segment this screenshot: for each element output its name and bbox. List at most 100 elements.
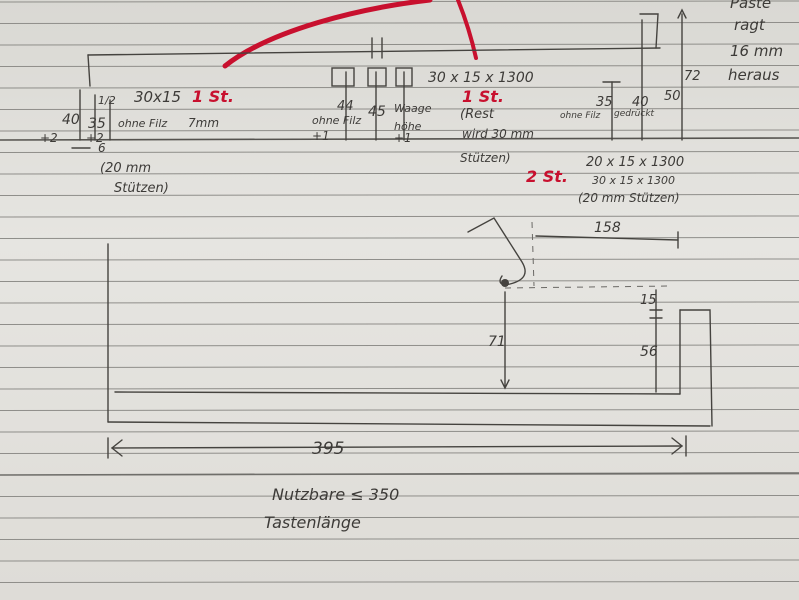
ruled-line	[0, 151, 799, 153]
label-rest-3: Stützen)	[460, 151, 511, 165]
label-ohne-filz-2: ohne Filz	[312, 114, 361, 127]
label-gedruckt: gedrückt	[614, 109, 655, 119]
frame-bottom-edge	[107, 421, 711, 427]
dim-35-right: 35	[596, 95, 613, 110]
dim-72: 72	[684, 69, 701, 84]
middle-rect-2	[367, 67, 387, 87]
dim-plus1-b: +1	[394, 131, 412, 145]
note-ragt: ragt	[734, 16, 766, 34]
bar-top-line	[87, 47, 661, 56]
note-nutzbare: Nutzbare ≤ 350	[272, 485, 399, 504]
ruled-line	[0, 43, 799, 46]
dim-395: 395	[312, 439, 344, 459]
frame-inner-line	[114, 391, 681, 395]
dim-56: 56	[640, 344, 658, 360]
ruled-line	[0, 301, 799, 304]
label-ohne-filz-1: ohne Filz	[118, 117, 167, 130]
ruled-line	[0, 452, 799, 454]
ruled-lines	[0, 0, 799, 583]
dim-44: 44	[337, 99, 354, 114]
hammer-sketch	[467, 217, 526, 286]
ruled-line	[0, 344, 799, 347]
pivot-vertical-dashed	[531, 221, 535, 287]
section-divider-top	[0, 137, 799, 141]
ticks-395	[107, 435, 687, 459]
dim-40-right: 40	[632, 95, 649, 110]
ruled-line	[0, 65, 799, 67]
ruled-line	[0, 86, 799, 89]
ruled-line	[0, 559, 799, 562]
note-heraus: heraus	[728, 66, 780, 84]
ruled-line	[0, 172, 799, 175]
note-paste: Paste	[730, 0, 771, 12]
ruled-line	[0, 495, 799, 497]
bar-center-mark	[371, 37, 383, 59]
red-label-2st: 2 St.	[526, 167, 568, 186]
ruled-line	[0, 409, 799, 411]
arrow-72-top	[677, 8, 687, 19]
dim-50: 50	[664, 89, 681, 104]
dim-30x15x1300: 30 x 15 x 1300	[428, 70, 534, 86]
label-stuetzen-1b: Stützen)	[114, 181, 169, 196]
arrow-395-left	[110, 439, 123, 457]
dim-plus1-a: +1	[312, 129, 330, 143]
ruled-line	[0, 366, 799, 368]
dim-71: 71	[488, 334, 506, 350]
label-stuetzen-1a: (20 mm	[100, 161, 151, 176]
label-stuetzen-2: (20 mm Stützen)	[578, 191, 680, 205]
ruled-line	[0, 0, 799, 3]
dim-half: 1/2	[98, 94, 116, 107]
ticks-15	[649, 309, 663, 319]
dim-45: 45	[368, 104, 386, 120]
middle-rect-1	[331, 67, 355, 87]
left-profile-lines	[79, 89, 111, 141]
ruled-line	[0, 258, 799, 261]
dim-line-395	[111, 445, 683, 449]
ruled-line	[0, 430, 799, 433]
label-hoehe: höhe	[394, 120, 422, 133]
label-7mm: 7mm	[188, 116, 219, 130]
note-tastenlaenge: Tastenlänge	[264, 513, 361, 532]
ruled-line	[0, 280, 799, 282]
dim-20x15x1300: 20 x 15 x 1300	[586, 155, 684, 170]
ruled-line	[0, 108, 799, 110]
red-arrow-line	[456, 0, 478, 60]
frame-right-block	[679, 309, 713, 427]
dim-20x15x1300-alt: 30 x 15 x 1300	[592, 174, 675, 187]
label-waage: Waage	[394, 102, 432, 115]
ruled-line	[0, 194, 799, 196]
label-rest-2: wird 30 mm	[462, 127, 534, 141]
ruled-line	[0, 538, 799, 540]
arrow-71-bottom	[500, 379, 510, 390]
ruled-line	[0, 22, 799, 24]
dim-line-158	[535, 235, 679, 241]
red-label-1st-b: 1 St.	[462, 87, 504, 106]
ruled-line	[0, 215, 799, 218]
ruled-line	[0, 323, 799, 325]
dim-158: 158	[594, 220, 621, 236]
dim-35-left: 35	[88, 116, 106, 132]
ruled-line	[0, 129, 799, 132]
dim-6: 6	[98, 141, 106, 155]
red-label-1st-a: 1 St.	[192, 87, 234, 106]
dim-plus2-b: +2	[86, 131, 104, 145]
ruled-line	[0, 581, 799, 583]
red-arrow-curve	[222, 0, 433, 69]
dim-30x15: 30x15	[134, 88, 181, 106]
label-ohne-filz-3: ohne Filz	[560, 111, 600, 121]
bar-left-edge	[87, 54, 91, 87]
section-divider-bottom	[0, 472, 799, 476]
ruled-line	[0, 387, 799, 390]
note-16mm: 16 mm	[730, 42, 783, 60]
dim-40-left: 40	[62, 112, 80, 128]
bar-end-cap	[639, 13, 659, 49]
middle-profile-lines	[345, 71, 405, 141]
middle-rect-3	[395, 67, 413, 87]
ruled-line	[0, 237, 799, 239]
dim-plus2-a: +2	[40, 131, 58, 145]
dim-15: 15	[640, 293, 657, 308]
pivot-level-dashed	[504, 285, 673, 289]
arrow-395-right	[671, 437, 684, 455]
